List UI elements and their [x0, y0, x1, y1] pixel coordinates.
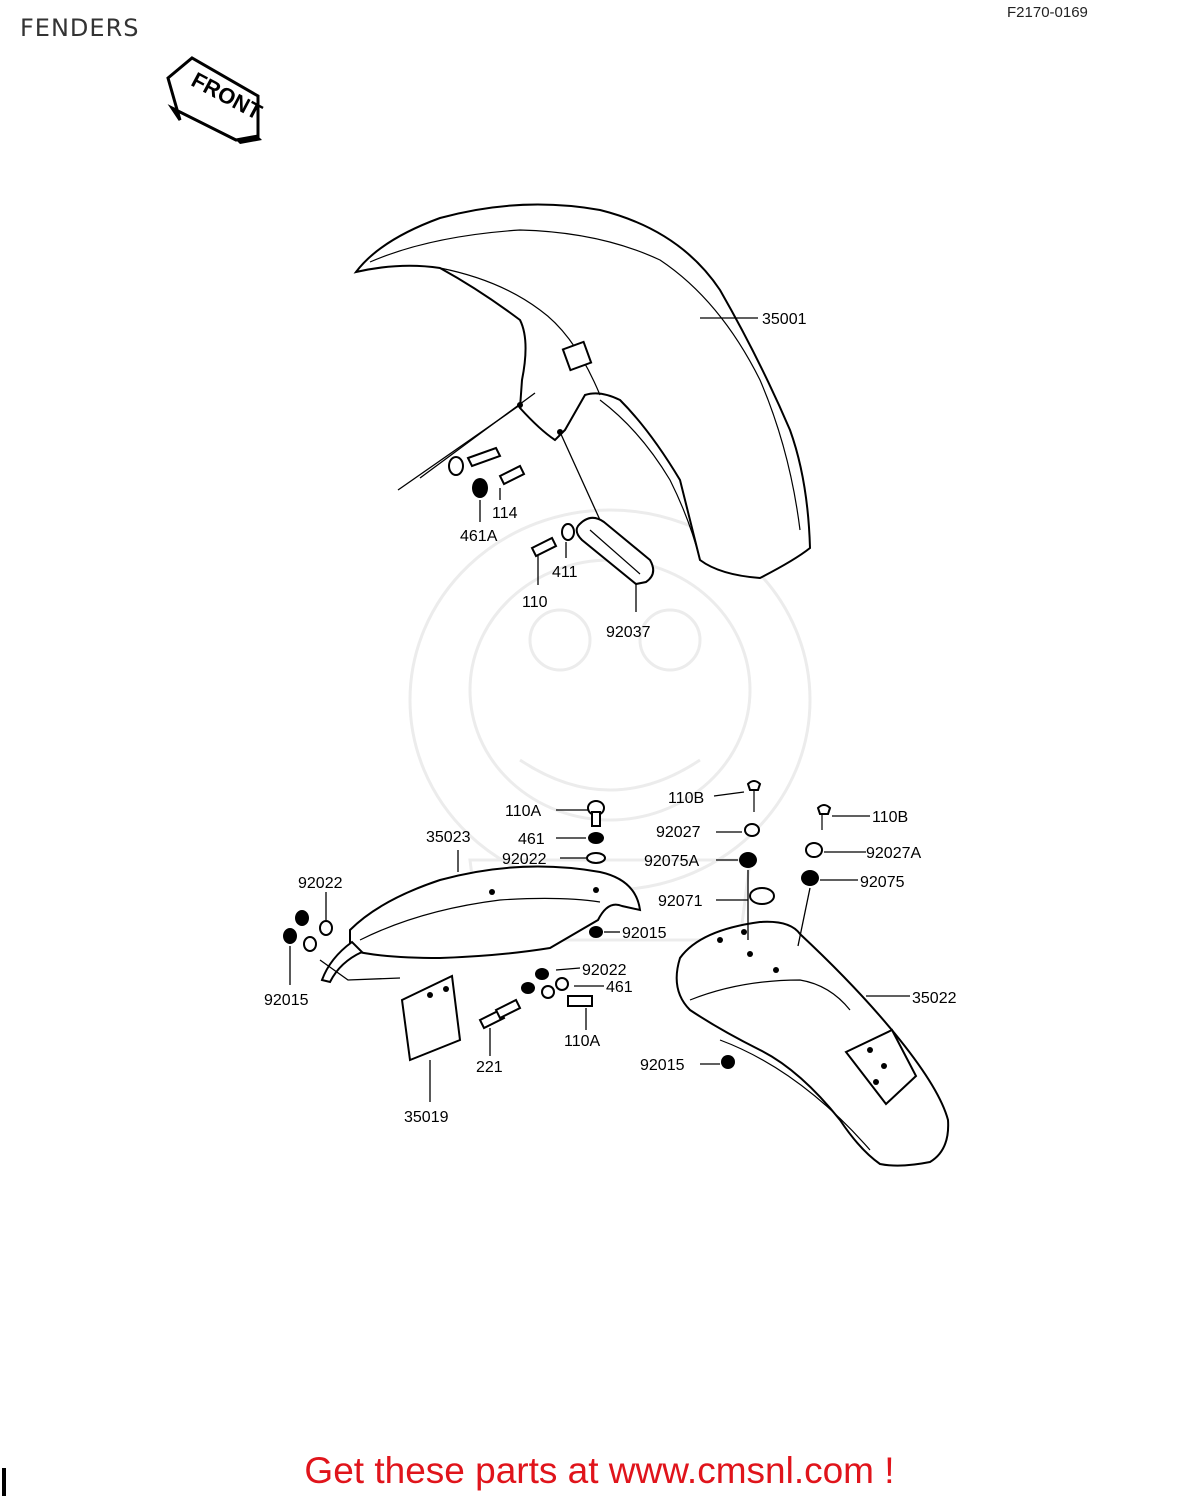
- nut-icon: [448, 456, 464, 476]
- label-110: 110: [522, 594, 548, 611]
- bolt-114-icon: [498, 464, 526, 486]
- label-461-low: 461: [606, 979, 633, 996]
- label-92071: 92071: [658, 893, 703, 910]
- bolt-110-icon: [530, 536, 558, 558]
- label-92022-low: 92022: [582, 962, 627, 979]
- nut-461a-icon: [472, 478, 488, 498]
- label-221: 221: [476, 1059, 503, 1076]
- label-92015-left: 92015: [264, 992, 309, 1009]
- label-461-top: 461: [518, 831, 545, 848]
- label-35022: 35022: [912, 990, 957, 1007]
- label-110a-top: 110A: [505, 803, 542, 820]
- label-411: 411: [552, 564, 578, 581]
- label-92015-mid: 92015: [622, 925, 667, 942]
- label-110b-right: 110B: [872, 809, 908, 826]
- label-92037: 92037: [606, 624, 651, 641]
- promo-link-banner[interactable]: Get these parts at www.cmsnl.com !: [304, 1450, 895, 1491]
- label-92022-left: 92022: [298, 875, 343, 892]
- label-92022-top: 92022: [502, 851, 547, 868]
- diagram-reference-code: F2170-0169: [1007, 4, 1088, 21]
- washer-411-icon: [561, 523, 575, 541]
- page-title: FENDERS: [20, 14, 140, 42]
- rear-fender-top-hardware: [700, 780, 870, 1069]
- label-92027: 92027: [656, 824, 701, 841]
- rear-middle-top-hardware: [556, 800, 620, 938]
- rear-fender-35022: [675, 920, 950, 1167]
- edge-mark: [2, 1468, 6, 1496]
- label-35019: 35019: [404, 1109, 449, 1126]
- label-110a-low: 110A: [564, 1033, 601, 1050]
- front-direction-sign: FRONT: [166, 56, 267, 144]
- front-fender-35001: [353, 203, 812, 580]
- label-461a: 461A: [460, 528, 498, 545]
- label-35001: 35001: [762, 311, 807, 328]
- front-fender-hardware: [397, 392, 655, 612]
- rear-fender-front-35023: [320, 850, 642, 984]
- fenders-exploded-diagram: FRONT: [166, 56, 957, 1167]
- label-92075a: 92075A: [644, 853, 699, 870]
- label-92075: 92075: [860, 874, 905, 891]
- label-110b-left: 110B: [668, 790, 704, 807]
- mud-flap-35019: [400, 974, 522, 1102]
- bolt-icon: [466, 446, 502, 468]
- rear-middle-low-hardware: [521, 967, 604, 1030]
- label-35023: 35023: [426, 829, 471, 846]
- label-92027a: 92027A: [866, 845, 921, 862]
- part-number-labels: 35001 114 461A 411 110 92037 110A 461 92…: [264, 311, 957, 1126]
- rear-left-hardware: [283, 892, 401, 985]
- label-92015-rear: 92015: [640, 1057, 685, 1074]
- label-114: 114: [492, 505, 518, 522]
